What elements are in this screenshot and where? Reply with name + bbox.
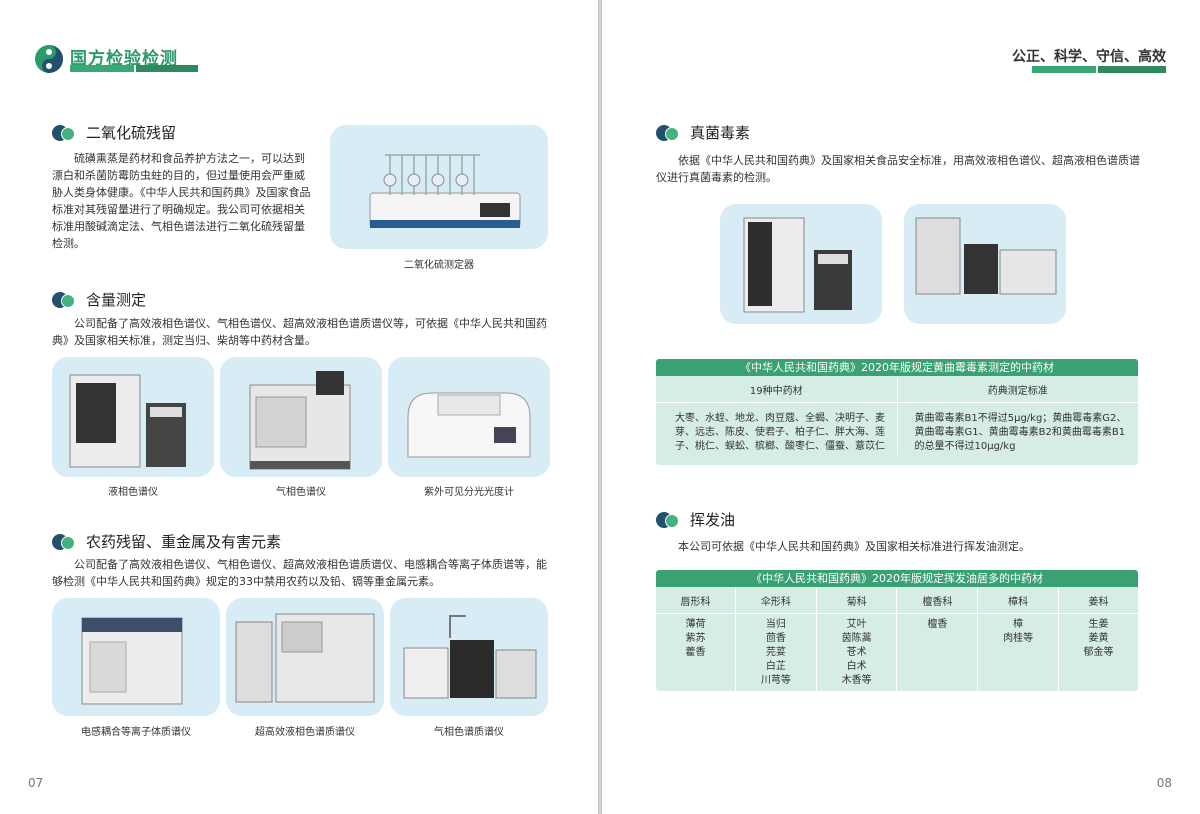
uv-vis-image — [388, 357, 550, 477]
family-header: 檀香科 — [896, 587, 979, 614]
herb-item: 艾叶 — [846, 619, 867, 630]
brand-logo-icon — [35, 45, 63, 73]
herb-item: 白术 — [846, 661, 867, 672]
family-herbs-cell: 檀香 — [896, 613, 979, 691]
gc-caption: 气相色谱仪 — [276, 487, 326, 498]
herb-item: 薄荷 — [685, 619, 706, 630]
family-herbs-cell: 薄荷 紫苏 藿香 — [656, 613, 737, 691]
herb-item: 川芎等 — [760, 675, 791, 686]
so2-analyzer-image — [330, 125, 548, 249]
herb-item: 茵陈蒿 — [841, 633, 872, 644]
section-bullet-icon — [52, 291, 78, 308]
brand-name: 国方检验检测 — [70, 49, 178, 69]
section-title-so2: 二氧化硫残留 — [52, 122, 176, 143]
section-title-pesticide: 农药残留、重金属及有害元素 — [52, 531, 281, 552]
aflatoxin-col2-header: 药典测定标准 — [897, 376, 1138, 403]
mycotoxin-hplc-image — [720, 204, 882, 324]
herb-item: 紫苏 — [685, 633, 706, 644]
mycotoxin-paragraph: 依据《中华人民共和国药典》及国家相关食品安全标准，用高效液相色谱仪、超高液相色谱… — [656, 154, 1140, 184]
gc-ms-image — [390, 598, 548, 716]
aflatoxin-col1-header: 19种中药材 — [656, 376, 898, 403]
section-title-content: 含量测定 — [52, 289, 146, 310]
herb-item: 苍术 — [846, 647, 867, 658]
content-paragraph: 公司配备了高效液相色谱仪、气相色谱仪、超高效液相色谱质谱仪等，可依据《中华人民共… — [52, 317, 547, 347]
section-bullet-icon — [52, 124, 78, 141]
aflatoxin-standard-line: 黄曲霉毒素G1、黄曲霉毒素B2和黄曲霉毒素B1 — [914, 427, 1126, 438]
gc-ms-caption: 气相色谱质谱仪 — [434, 727, 504, 738]
family-header: 伞形科 — [735, 587, 817, 614]
section-title-text: 真菌毒素 — [690, 124, 751, 142]
section-bullet-icon — [52, 533, 78, 550]
family-herbs-cell: 艾叶 茵陈蒿 苍术 白术 木香等 — [816, 613, 898, 691]
aflatoxin-table-title: 《中华人民共和国药典》2020年版规定黄曲霉毒素测定的中药材 — [656, 359, 1138, 376]
hplc-caption: 液相色谱仪 — [108, 487, 158, 498]
family-herbs-cell: 生姜 姜黄 郁金等 — [1058, 614, 1138, 692]
section-bullet-icon — [656, 124, 682, 141]
section-title-text: 二氧化硫残留 — [86, 124, 177, 142]
herb-item: 茴香 — [765, 633, 786, 644]
aflatoxin-standard-line: 的总量不得过10μg/kg — [914, 441, 1016, 452]
herb-item: 藿香 — [685, 647, 706, 658]
family-header: 菊科 — [816, 587, 898, 614]
icp-ms-caption: 电感耦合等离子体质谱仪 — [81, 727, 191, 738]
herb-item: 当归 — [765, 619, 786, 630]
herb-item: 芫荽 — [765, 647, 786, 658]
volatile-oil-paragraph: 本公司可依据《中华人民共和国药典》及国家相关标准进行挥发油测定。 — [678, 540, 1030, 553]
page-left: 国方检验检测 二氧化硫残留 硫磺熏蒸是药材和食品养护方法之一，可以达到漂白和杀菌… — [0, 0, 598, 814]
section-title-mycotoxin: 真菌毒素 — [656, 122, 750, 143]
pesticide-paragraph: 公司配备了高效液相色谱仪、气相色谱仪、超高效液相色谱质谱仪、电感耦合等离子体质谱… — [52, 558, 547, 588]
uv-vis-caption: 紫外可见分光光度计 — [424, 487, 514, 498]
icp-ms-image — [52, 598, 220, 716]
family-herbs-cell: 樟 肉桂等 — [977, 613, 1059, 691]
slogan: 公正、科学、守信、高效 — [1012, 49, 1166, 65]
header-bar — [1032, 66, 1166, 73]
family-herbs-cell: 当归 茴香 芫荽 白芷 川芎等 — [735, 613, 817, 691]
herb-item: 生姜 — [1088, 619, 1109, 630]
herb-item: 樟 — [1013, 619, 1024, 630]
herb-item: 檀香 — [927, 619, 948, 630]
family-header: 樟科 — [977, 587, 1059, 614]
family-header: 姜科 — [1058, 587, 1138, 614]
page-number-right: 08 — [1156, 776, 1172, 790]
hplc-image — [52, 357, 214, 477]
section-title-text: 含量测定 — [86, 291, 147, 309]
so2-image-caption: 二氧化硫测定器 — [404, 260, 474, 271]
book-spine — [598, 0, 602, 814]
aflatoxin-herbs-line: 芽、远志、陈皮、使君子、柏子仁、胖大海、莲 — [675, 427, 885, 438]
herb-item: 肉桂等 — [1003, 633, 1034, 644]
so2-paragraph: 硫磺熏蒸是药材和食品养护方法之一，可以达到漂白和杀菌防霉防虫蛀的目的，但过量使用… — [52, 152, 311, 250]
aflatoxin-herbs-line: 大枣、水蛭、地龙、肉豆蔻、全蝎、决明子、麦 — [675, 413, 885, 424]
section-title-volatile-oil: 挥发油 — [656, 509, 735, 530]
volatile-oil-table: 《中华人民共和国药典》2020年版规定挥发油居多的中药材 唇形科 伞形科 菊科 … — [656, 570, 1138, 691]
aflatoxin-standard-line: 黄曲霉毒素B1不得过5μg/kg；黄曲霉毒素G2、 — [914, 413, 1127, 424]
aflatoxin-standard-cell: 黄曲霉毒素B1不得过5μg/kg；黄曲霉毒素G2、 黄曲霉毒素G1、黄曲霉毒素B… — [897, 403, 1138, 456]
herb-item: 白芷 — [765, 661, 786, 672]
page-right: 公正、科学、守信、高效 真菌毒素 依据《中华人民共和国药典》及国家相关食品安全标… — [602, 0, 1200, 814]
herb-item: 木香等 — [841, 675, 872, 686]
section-title-text: 挥发油 — [690, 511, 736, 529]
family-header: 唇形科 — [656, 587, 737, 614]
uplc-ms-caption: 超高效液相色谱质谱仪 — [255, 727, 355, 738]
aflatoxin-table: 《中华人民共和国药典》2020年版规定黄曲霉毒素测定的中药材 19种中药材 药典… — [656, 359, 1138, 465]
aflatoxin-herbs-cell: 大枣、水蛭、地龙、肉豆蔻、全蝎、决明子、麦 芽、远志、陈皮、使君子、柏子仁、胖大… — [656, 402, 898, 455]
section-title-text: 农药残留、重金属及有害元素 — [86, 533, 282, 551]
mycotoxin-uplc-ms-image — [904, 204, 1066, 324]
herb-item: 姜黄 — [1088, 633, 1109, 644]
section-bullet-icon — [656, 511, 682, 528]
uplc-ms-image — [226, 598, 384, 716]
page-number-left: 07 — [28, 776, 44, 790]
gc-image — [220, 357, 382, 477]
aflatoxin-herbs-line: 子、桃仁、蜈蚣、槟榔、酸枣仁、僵蚕、薏苡仁 — [675, 441, 885, 452]
herb-item: 郁金等 — [1083, 647, 1114, 658]
volatile-oil-table-title: 《中华人民共和国药典》2020年版规定挥发油居多的中药材 — [656, 570, 1138, 587]
